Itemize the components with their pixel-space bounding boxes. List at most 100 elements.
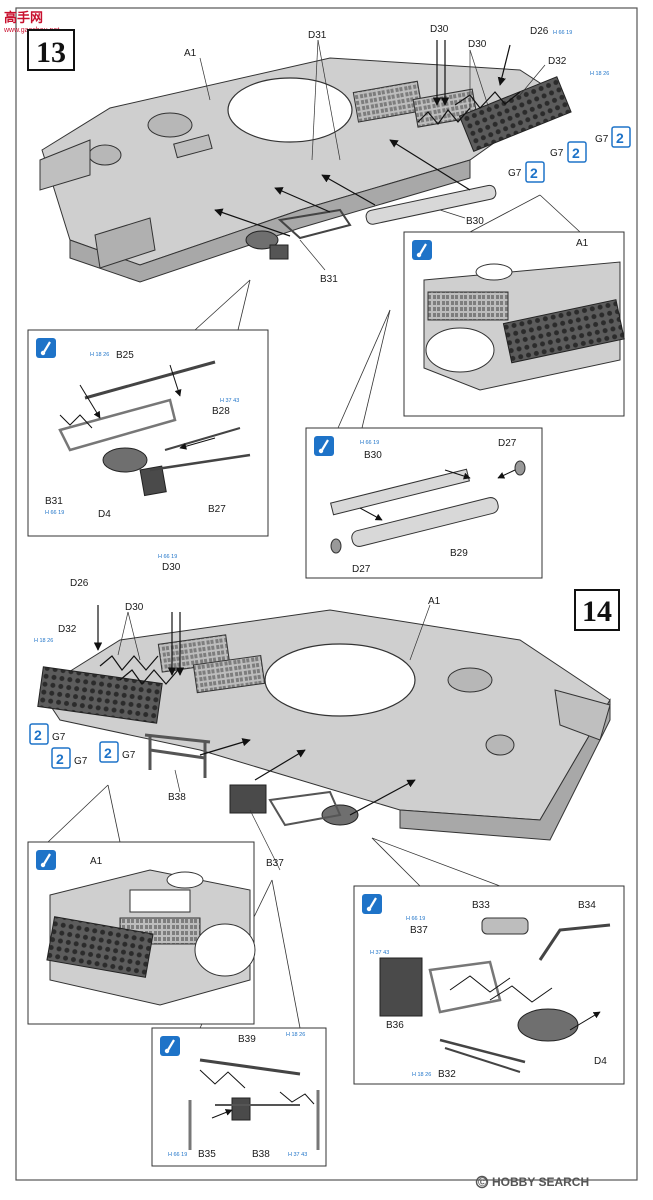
paint-brush-icon: [314, 436, 334, 456]
ref-d32-13: H 18 26: [590, 71, 609, 77]
svg-text:2: 2: [572, 145, 580, 161]
label-b31-inset: B31: [45, 496, 63, 507]
label-d30-14a: D30: [162, 562, 181, 573]
paint-brush-icon: [160, 1036, 180, 1056]
svg-text:2: 2: [34, 727, 42, 743]
label-d4-inset-f: D4: [594, 1056, 607, 1067]
label-d30-13b: D30: [468, 39, 487, 50]
label-b33: B33: [472, 900, 490, 911]
label-d27-a: D27: [498, 438, 517, 449]
label-b28: B28: [212, 406, 230, 417]
quantity-x2-icon: 2: [51, 747, 71, 769]
label-d30-14b: D30: [125, 602, 144, 613]
hull-rear-deck-14: [37, 609, 611, 841]
label-g7-14b: G7: [74, 756, 88, 767]
label-b32: B32: [438, 1069, 456, 1080]
spare-track-stack-14: [37, 666, 163, 724]
label-g7-13b: G7: [550, 148, 564, 159]
svg-text:2: 2: [530, 165, 538, 181]
hull-upper-deck-13: [39, 57, 572, 283]
label-a1-14: A1: [428, 596, 441, 607]
quantity-x2-icon: 2: [525, 161, 545, 183]
label-b38-14: B38: [168, 792, 186, 803]
svg-text:©: ©: [478, 1175, 487, 1189]
label-b27: B27: [208, 504, 226, 515]
ref-b38: H 37 43: [288, 1152, 307, 1158]
label-d32-14: D32: [58, 624, 77, 635]
inset-e: B39 H 18 26 H 66 19 B35 B38 H 37 43: [151, 1027, 327, 1167]
paint-brush-icon: [36, 338, 56, 358]
label-b30-inset: B30: [364, 450, 382, 461]
label-g7-13a: G7: [595, 134, 609, 145]
ref-d30-14: H 66 19: [158, 554, 177, 560]
label-d27-b: D27: [352, 564, 371, 575]
label-b37-inset: B37: [410, 925, 428, 936]
part-b30-tube-13: [365, 184, 497, 225]
label-g7-14a: G7: [52, 732, 66, 743]
ref-b32: H 18 26: [412, 1072, 431, 1078]
paint-brush-icon: [36, 850, 56, 870]
label-b29: B29: [450, 548, 468, 559]
svg-text:2: 2: [616, 130, 624, 146]
inset-a: H 18 26 B25 H 37 43 B28 B31 H 66 19 D4 B…: [27, 329, 269, 537]
ref-d26-13: H 66 19: [553, 30, 572, 36]
ref-b35: H 66 19: [168, 1152, 187, 1158]
label-b34: B34: [578, 900, 596, 911]
quantity-x2-icon: 2: [611, 126, 631, 148]
step-14-number: 14: [582, 595, 612, 628]
label-g7-14c: G7: [122, 750, 136, 761]
part-b38-frame-14: [144, 733, 211, 778]
quantity-x2-icon: 2: [567, 141, 587, 163]
label-d26-13: D26: [530, 26, 549, 37]
ref-d32-14: H 18 26: [34, 638, 53, 644]
inset-b: A1: [403, 231, 625, 417]
svg-text:H 66 19: H 66 19: [553, 30, 572, 36]
paint-brush-icon: [412, 240, 432, 260]
ref-b36: H 37 43: [370, 950, 389, 956]
ref-b30: H 66 19: [360, 440, 379, 446]
step-13-number-box: [27, 29, 75, 71]
label-b36: B36: [386, 1020, 404, 1031]
svg-text:2: 2: [56, 751, 64, 767]
page-border: [15, 7, 638, 1181]
label-d31-13: D31: [308, 30, 327, 41]
label-b38-inset: B38: [252, 1149, 270, 1160]
label-b30-13: B30: [466, 216, 484, 227]
label-d32-13: D32: [548, 56, 567, 67]
quantity-x2-icon: 2: [99, 741, 119, 763]
part-b36-box-14: [229, 784, 267, 814]
label-d26-14: D26: [70, 578, 89, 589]
step-14: 14 H 66 19: [29, 554, 620, 871]
footer-logo-text: HOBBY SEARCH: [492, 1175, 589, 1189]
label-d30-13a: D30: [430, 24, 449, 35]
step-13: 13: [27, 24, 631, 285]
ref-b25: H 18 26: [90, 352, 109, 358]
svg-text:2: 2: [104, 745, 112, 761]
hobby-search-logo-icon: © HOBBY SEARCH: [475, 1175, 589, 1189]
quantity-x2-icon: 2: [29, 723, 49, 745]
paint-brush-icon: [362, 894, 382, 914]
label-b35: B35: [198, 1149, 216, 1160]
ref-b28-paint: H 37 43: [220, 398, 239, 404]
label-g7-13c: G7: [508, 168, 522, 179]
label-b39: B39: [238, 1034, 256, 1045]
label-a1-13: A1: [184, 48, 197, 59]
ref-b31: H 66 19: [45, 510, 64, 516]
spare-track-stack-13: [458, 76, 572, 152]
inset-f: B33 B34 H 66 19 B37 H 37 43 B36 H 18 26 …: [353, 885, 625, 1085]
step-13-number: 13: [36, 36, 66, 69]
label-b37-14: B37: [266, 858, 284, 869]
turret-ring-13: [227, 77, 353, 143]
label-a1-inset-d: A1: [90, 856, 103, 867]
inset-c: H 66 19 B30 D27 B29 D27: [305, 427, 543, 579]
inset-d: A1: [27, 841, 256, 1025]
watermark-brand: 高手网: [4, 10, 43, 25]
label-b25: B25: [116, 350, 134, 361]
label-d4-inset-a: D4: [98, 509, 111, 520]
step-14-number-box: [574, 589, 620, 631]
turret-ring-14: [264, 643, 416, 717]
ref-b37: H 66 19: [406, 916, 425, 922]
part-b31-bracket-13: [269, 244, 289, 260]
ref-b39: H 18 26: [286, 1032, 305, 1038]
